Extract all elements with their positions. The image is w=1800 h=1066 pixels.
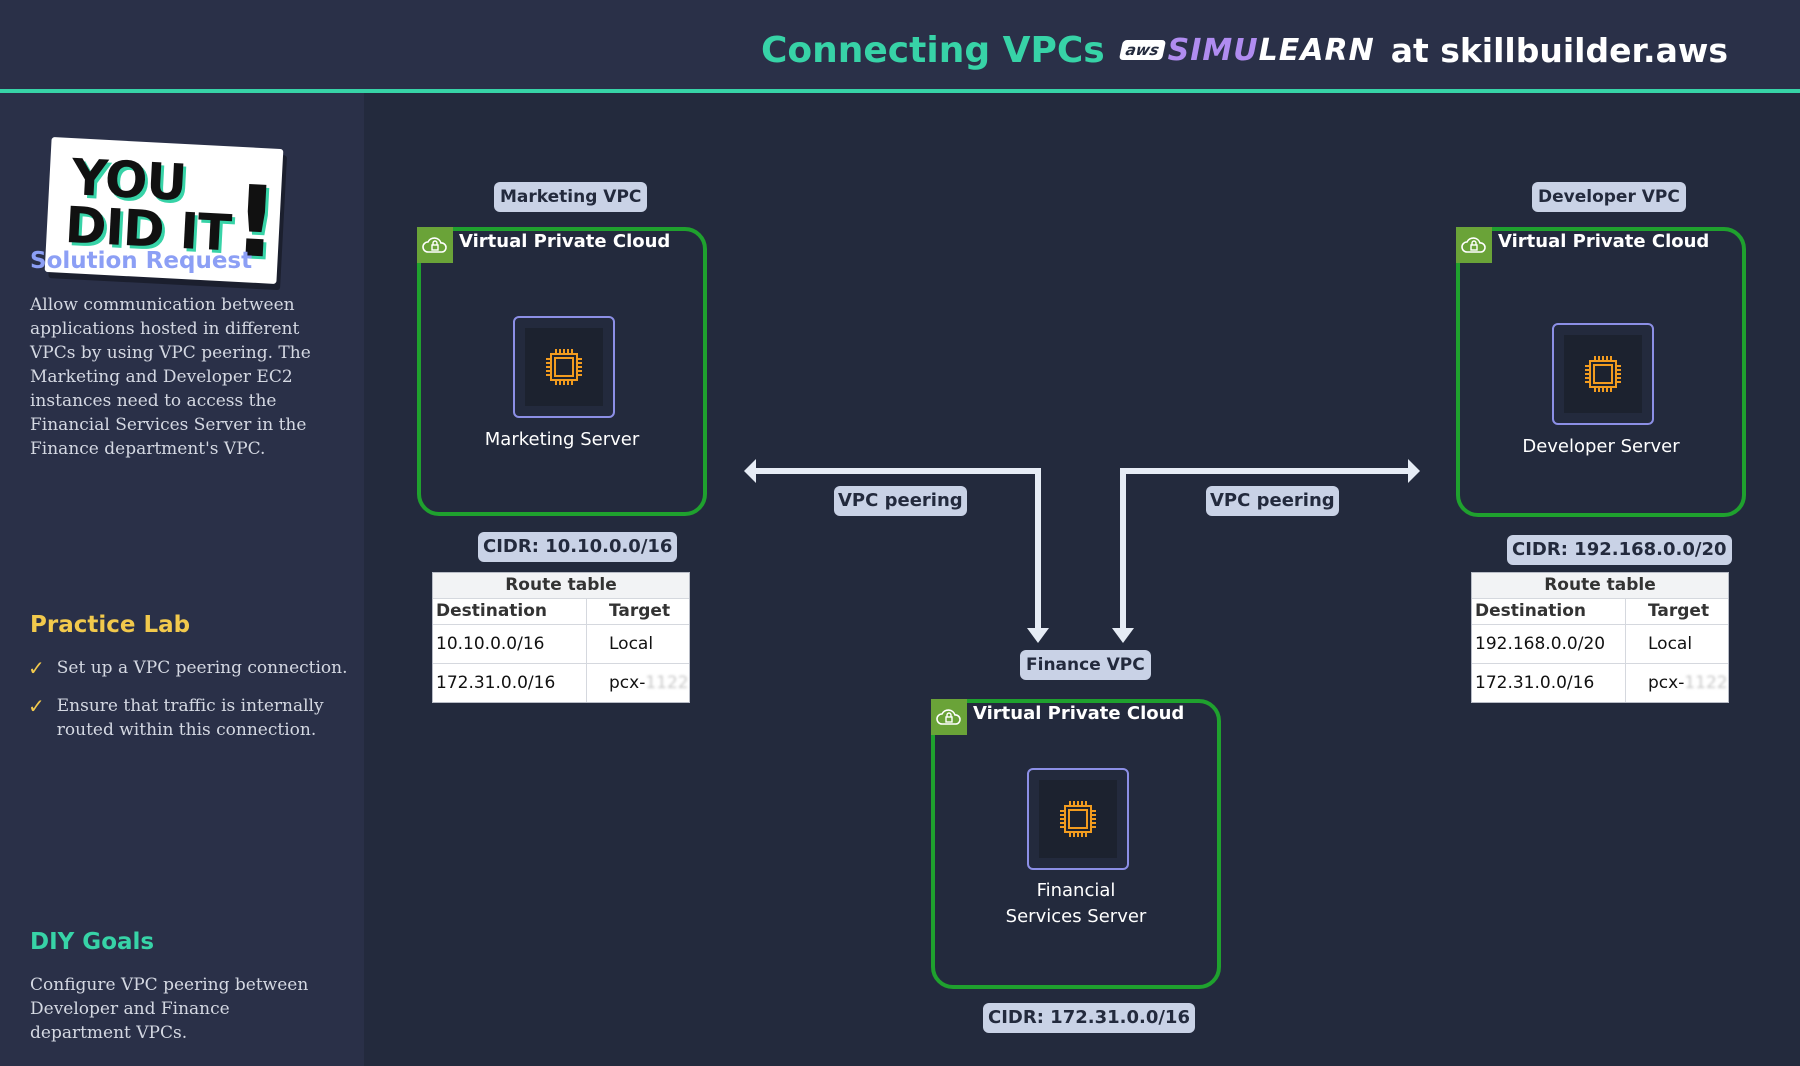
developer-peering-arrow bbox=[1120, 468, 1410, 636]
table-row: 172.31.0.0/16 pcx-1122 bbox=[1472, 664, 1728, 702]
arrowhead-finance-left bbox=[1027, 628, 1049, 643]
finance-server-label-line1: Financial bbox=[1036, 880, 1116, 901]
marketing-vpc-label: Marketing VPC bbox=[494, 182, 648, 212]
finance-vpc-label: Finance VPC bbox=[1020, 650, 1151, 680]
checkmark-icon: ✓ bbox=[28, 656, 45, 680]
developer-vpc-box: Virtual Private Cloud Developer Server bbox=[1456, 227, 1746, 517]
route-table-header: Destination Target bbox=[1472, 599, 1728, 625]
simulearn-logo-simu: SIMU bbox=[1167, 32, 1259, 68]
route-table-title: Route table bbox=[1472, 573, 1728, 599]
arrowhead-finance-right bbox=[1112, 628, 1134, 643]
column-header-destination: Destination bbox=[1472, 599, 1626, 624]
developer-route-table: Route table Destination Target 192.168.0… bbox=[1471, 572, 1729, 703]
finance-server-label-line2: Services Server bbox=[1005, 906, 1147, 927]
vpc-title: Virtual Private Cloud bbox=[459, 231, 671, 252]
marketing-vpc-box: Virtual Private Cloud Marketing Server bbox=[417, 227, 707, 516]
marketing-route-table: Route table Destination Target 10.10.0.0… bbox=[432, 572, 690, 703]
target-cell: Local bbox=[609, 634, 654, 654]
skillbuilder-url: at skillbuilder.aws bbox=[1390, 30, 1728, 70]
marketing-ec2-icon bbox=[513, 316, 615, 418]
practice-item: ✓ Set up a VPC peering connection. bbox=[28, 656, 348, 680]
marketing-peering-arrow bbox=[752, 468, 1041, 636]
practice-item: ✓ Ensure that traffic is internally rout… bbox=[28, 694, 348, 742]
target-prefix: pcx- bbox=[1648, 673, 1685, 693]
checkmark-icon: ✓ bbox=[28, 694, 45, 718]
column-header-destination: Destination bbox=[433, 599, 587, 624]
finance-vpc-box: Virtual Private Cloud Financial Services… bbox=[931, 699, 1221, 989]
vpc-cloud-icon bbox=[1456, 227, 1492, 263]
table-row: 10.10.0.0/16 Local bbox=[433, 625, 689, 664]
top-bar bbox=[0, 0, 1800, 92]
column-header-target: Target bbox=[1648, 601, 1710, 621]
route-table-title: Route table bbox=[433, 573, 689, 599]
table-row: 192.168.0.0/20 Local bbox=[1472, 625, 1728, 664]
redacted-id: 1122 bbox=[645, 673, 689, 693]
marketing-server-label: Marketing Server bbox=[484, 429, 640, 450]
target-prefix: pcx- bbox=[609, 673, 646, 693]
marketing-cidr: CIDR: 10.10.0.0/16 bbox=[478, 532, 678, 562]
developer-ec2-icon bbox=[1552, 323, 1654, 425]
vpc-title: Virtual Private Cloud bbox=[1498, 231, 1710, 252]
finance-server-label: Financial Services Server bbox=[956, 878, 1196, 930]
chip-icon bbox=[1585, 356, 1621, 392]
table-row: 172.31.0.0/16 pcx-1122 bbox=[433, 664, 689, 702]
vpc-title: Virtual Private Cloud bbox=[973, 703, 1185, 724]
column-header-target: Target bbox=[609, 601, 671, 621]
target-cell: pcx-1122 bbox=[587, 664, 689, 702]
developer-vpc-label: Developer VPC bbox=[1532, 182, 1686, 212]
vpc-cloud-icon bbox=[931, 699, 967, 735]
page-header: Connecting VPCs aws SIMULEARN at skillbu… bbox=[761, 28, 1728, 72]
developer-cidr: CIDR: 192.168.0.0/20 bbox=[1507, 535, 1732, 565]
accent-line bbox=[0, 89, 1800, 93]
route-table-header: Destination Target bbox=[433, 599, 689, 625]
target-cell: pcx-1122 bbox=[1626, 664, 1728, 702]
simulearn-logo-learn: LEARN bbox=[1258, 32, 1375, 68]
practice-lab-title: Practice Lab bbox=[30, 612, 191, 638]
chip-icon bbox=[1060, 801, 1096, 837]
arrowhead-marketing bbox=[744, 459, 756, 483]
destination-cell: 10.10.0.0/16 bbox=[433, 625, 587, 663]
diy-goals-title: DIY Goals bbox=[30, 929, 155, 955]
vpc-cloud-icon bbox=[417, 227, 453, 263]
redacted-id: 1122 bbox=[1684, 673, 1728, 693]
practice-item-text: Set up a VPC peering connection. bbox=[56, 658, 348, 678]
destination-cell: 172.31.0.0/16 bbox=[1472, 664, 1626, 702]
target-cell: Local bbox=[1648, 634, 1693, 654]
page-title: Connecting VPCs bbox=[760, 29, 1105, 71]
solution-request-title: Solution Request bbox=[30, 248, 253, 274]
sidebar: YOU DID IT ! Solution Request Allow comm… bbox=[0, 93, 364, 1066]
solution-request-text: Allow communication between applications… bbox=[30, 295, 311, 459]
finance-ec2-icon bbox=[1027, 768, 1129, 870]
peering-label-developer: VPC peering bbox=[1206, 486, 1339, 516]
practice-item-text: Ensure that traffic is internally routed… bbox=[56, 696, 324, 740]
finance-cidr: CIDR: 172.31.0.0/16 bbox=[983, 1003, 1195, 1033]
chip-icon bbox=[546, 349, 582, 385]
destination-cell: 172.31.0.0/16 bbox=[433, 664, 587, 702]
peering-label-marketing: VPC peering bbox=[834, 486, 967, 516]
diy-goals-text: Configure VPC peering between Developer … bbox=[30, 975, 309, 1043]
arrowhead-developer bbox=[1408, 459, 1420, 483]
developer-server-label: Developer Server bbox=[1522, 436, 1680, 457]
simulearn-logo: SIMULEARN bbox=[1168, 33, 1375, 68]
destination-cell: 192.168.0.0/20 bbox=[1472, 625, 1626, 663]
